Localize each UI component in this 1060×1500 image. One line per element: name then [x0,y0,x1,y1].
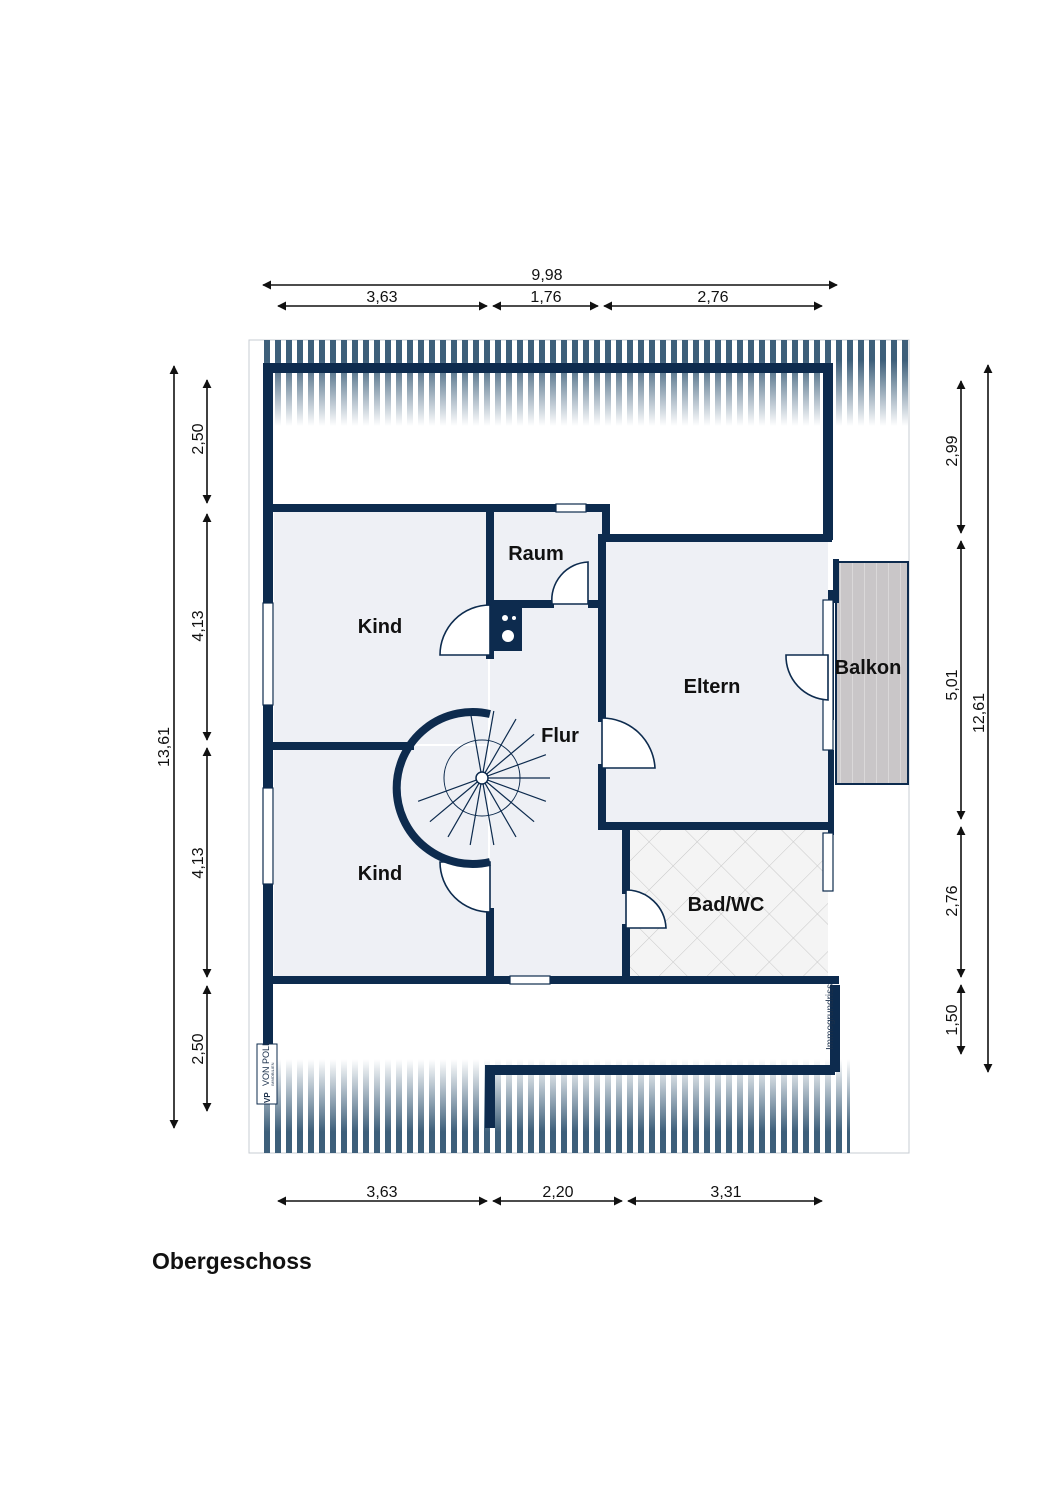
stair-inner-ring [443,739,521,817]
dim-bottom-2: 2,20 [542,1184,573,1201]
dimension-labels: 9,98 3,63 1,76 2,76 3,63 2,20 3,31 13,61… [156,267,988,1201]
dim-right-2: 5,01 [944,669,961,700]
stair-tread [487,754,547,777]
dim-left-total: 13,61 [156,727,173,767]
dim-left-3: 4,13 [190,847,207,878]
room-label-bad: Bad/WC [688,894,765,916]
dim-bottom-3: 3,31 [710,1184,741,1201]
brand-vonpoll: VON POLL [261,1041,271,1086]
stair-tread [486,781,535,823]
roof-bottom [262,1000,850,1153]
stair-tread [469,710,482,773]
chimney-icon [492,607,522,651]
dim-left-2: 4,13 [190,610,207,641]
stair-tread [417,779,477,802]
stair-tread [486,733,535,775]
stair-tread [482,783,495,846]
dim-top-3: 2,76 [697,289,728,306]
dim-top-1: 3,63 [366,289,397,306]
floor-title: Obergeschoss [152,1248,312,1274]
stair-tread [484,782,517,838]
dim-top-total: 9,98 [531,267,562,284]
stair-tread [429,781,478,823]
room-label-raum: Raum [508,543,564,565]
stair-tread [469,783,482,846]
room-label-balkon: Balkon [835,657,902,679]
dim-bottom-1: 3,63 [366,1184,397,1201]
room-label-flur: Flur [541,725,579,747]
brand-immogrundriss: Immogrundriss [825,984,836,1050]
room-label-eltern: Eltern [684,676,741,698]
dimension-lines [169,280,993,1206]
stair-tread [482,710,495,773]
brand-vonpoll-sub: IMMOBILIEN [270,1062,275,1086]
room-fills [274,510,909,978]
dim-right-4: 1,50 [944,1004,961,1035]
brand-vp: VP [263,1092,272,1103]
room-label-kind-bottom: Kind [358,863,402,885]
stair-tread [487,779,547,802]
room-label-kind-top: Kind [358,616,402,638]
brand-logo: VON POLL IMMOBILIEN VP [256,1041,278,1105]
dim-right-3: 2,76 [944,885,961,916]
doors [439,561,829,929]
dim-left-4: 2,50 [190,1033,207,1064]
dim-left-1: 2,50 [190,423,207,454]
dim-right-1: 2,99 [944,435,961,466]
dim-right-total: 12,61 [971,693,988,733]
stair-tread [447,782,480,838]
dim-top-2: 1,76 [530,289,561,306]
roof-top [262,340,908,470]
spiral-staircase-icon [392,708,550,868]
stair-tread [484,718,517,774]
